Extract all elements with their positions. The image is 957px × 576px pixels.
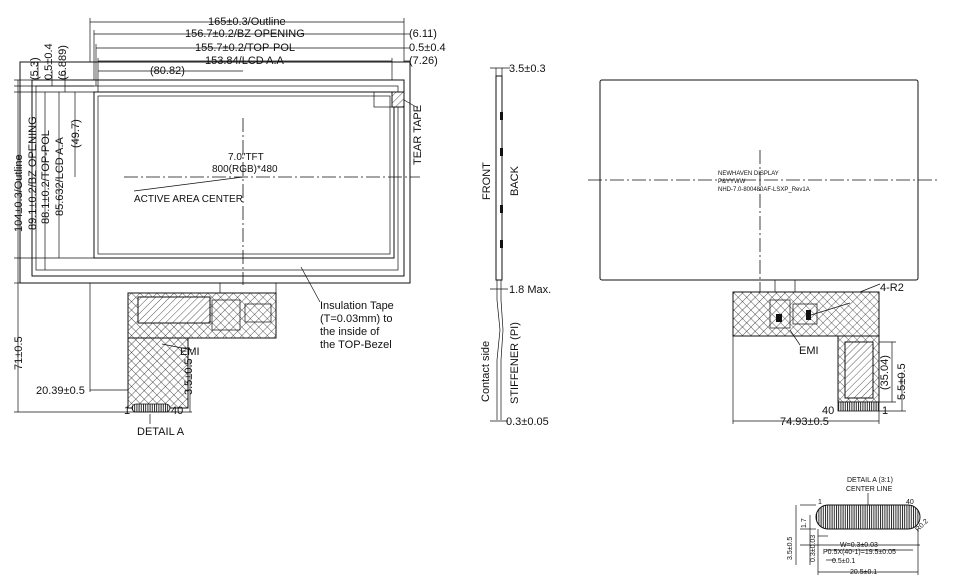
left-dimensions: 104±0.3/Outline 89.1±0.2/BZ OPENING 88.1…: [13, 43, 94, 284]
contact-side-label: Contact side: [480, 341, 492, 402]
detail-dim-0-3: 0.3±0.03: [810, 535, 817, 562]
side-dim-3-5: 3.5±0.3: [509, 63, 546, 75]
resolution-label: 800(RGB)*480: [212, 164, 278, 175]
insulation-line-4: the TOP-Bezel: [320, 339, 392, 351]
fpc-cable: EMI: [127, 282, 277, 413]
front-pin-40: 40: [171, 405, 183, 417]
dim-bz-height: 89.1±0.2/BZ OPENING: [27, 116, 39, 230]
bz-opening-rect: [31, 79, 405, 277]
detail-dim-pitch: P0.5X(40-1)=19.5±0.05: [823, 549, 896, 556]
detail-pin-40: 40: [906, 499, 914, 506]
side-dim-0-3: 0.3±0.05: [506, 416, 549, 428]
side-dim-1-8: 1.8 Max.: [509, 284, 551, 296]
detail-dim-w: W=0.3±0.03: [840, 542, 878, 549]
dim-20-39: 20.39±0.5: [36, 385, 85, 397]
front-pin-1: 1: [124, 405, 130, 417]
back-label: BACK: [509, 165, 521, 196]
dim-5-3: (5.3): [29, 57, 41, 80]
insulation-line-3: the inside of: [320, 326, 380, 338]
detail-a: DETAIL A (3:1) CENTER LINE 1 40 R0.2 W=0…: [787, 477, 930, 576]
dim-80-82: (80.82): [150, 65, 185, 77]
panel-size-label: 7.0"TFT: [228, 152, 264, 163]
dim-5-5: 5.5±0.5: [896, 363, 908, 400]
emi-label-front: EMI: [180, 346, 200, 358]
top-pol-rect: [35, 85, 399, 271]
detail-pin-1: 1: [818, 499, 822, 506]
dim-outline-width: 165±0.3/Outline: [208, 16, 286, 28]
dim-outline-height: 104±0.3/Outline: [13, 154, 25, 232]
dim-6-889: (6.889): [57, 45, 69, 80]
dim-6-11: (6.11): [409, 28, 437, 40]
back-pin-40: 40: [822, 405, 834, 417]
detail-a-label: DETAIL A: [137, 426, 185, 438]
insulation-line-1: Insulation Tape: [320, 300, 394, 312]
dim-7-26: (7.26): [409, 55, 438, 67]
dim-toppol-width: 155.7±0.2/TOP-POL: [195, 42, 295, 54]
front-view: 165±0.3/Outline 156.7±0.2/BZ OPENING 155…: [13, 16, 446, 438]
tear-tape: [391, 91, 405, 108]
insulation-line-2: (T=0.03mm) to: [320, 313, 392, 325]
top-dimensions: 165±0.3/Outline 156.7±0.2/BZ OPENING 155…: [89, 16, 446, 92]
tear-tape-label: TEAR TAPE: [412, 105, 424, 165]
detail-title: DETAIL A (3:1): [847, 477, 893, 484]
detail-dim-3-5: 3.5±0.5: [787, 537, 794, 560]
dim-74-93: 74.93±0.5: [780, 416, 829, 428]
dim-3-5-front: 3.5±0.5: [183, 358, 195, 395]
front-label: FRONT: [481, 162, 493, 200]
active-area-center-label: ACTIVE AREA CENTER: [134, 194, 243, 205]
dim-49-7: (49.7): [70, 119, 82, 148]
side-view: 3.5±0.3 FRONT BACK 1.8 Max. Contact side…: [480, 63, 551, 428]
dim-0-5-right: 0.5±0.4: [409, 42, 446, 54]
back-pin-1: 1: [882, 405, 888, 417]
dim-4-r2: 4-R2: [880, 282, 904, 294]
detail-dim-1-7: 1.7: [801, 518, 808, 528]
detail-dim-0-5: 0.5±0.1: [832, 558, 855, 565]
stiffener-label: STIFFENER (PI): [509, 322, 521, 404]
dim-35-04: (35.04): [879, 355, 891, 390]
outline-rect: [19, 61, 411, 284]
dim-toppol-height: 88.1±0.2/TOP-POL: [40, 130, 52, 224]
detail-center-line: CENTER LINE: [846, 486, 893, 493]
dim-lcd-width: 153.84/LCD A.A: [205, 55, 285, 67]
dim-0-5-left: 0.5±0.4: [43, 43, 55, 80]
back-view: NEWHAVEN DISPLAY P&YYWW NHD-7.0-800480AF…: [588, 79, 940, 428]
emi-label-back: EMI: [799, 345, 819, 357]
back-label-2: P&YYWW: [718, 179, 746, 185]
detail-dim-20-5: 20.5±0.1: [850, 569, 877, 576]
back-label-1: NEWHAVEN DISPLAY: [718, 171, 779, 177]
lcd-area-rect: [93, 91, 395, 259]
dim-71: 71±0.5: [13, 336, 25, 370]
dim-lcd-height: 85.632/LCD A.A: [54, 136, 66, 216]
dim-bz-width: 156.7±0.2/BZ OPENING: [185, 28, 305, 40]
back-label-3: NHD-7.0-800480AF-LSXP_Rev1A: [718, 187, 810, 193]
